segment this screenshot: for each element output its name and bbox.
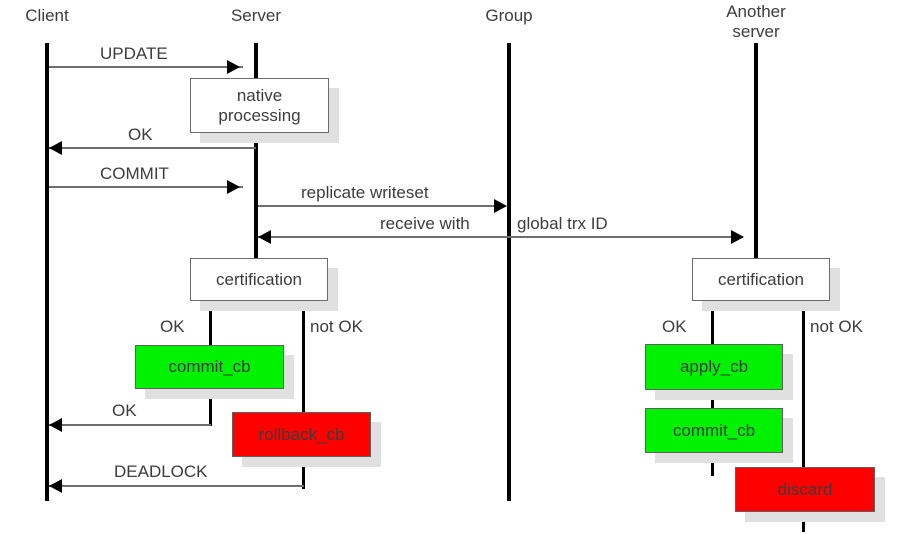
activation-native-processing-line1: native <box>236 85 283 105</box>
activation-native-processing[interactable]: native processing <box>190 78 329 133</box>
activation-discard-another-server-label: discard <box>777 479 833 499</box>
activation-commit-cb-another-server-label: commit_cb <box>672 420 756 440</box>
arrow-commit-line <box>49 186 243 188</box>
branch-label-server-not-ok: not OK <box>310 317 363 336</box>
message-label-deadlock: DEADLOCK <box>114 462 208 481</box>
activation-certification-server-label: certification <box>216 269 302 289</box>
activation-native-processing-line2: processing <box>218 105 301 125</box>
activation-discard-another-server[interactable]: discard <box>735 467 875 512</box>
activation-apply-cb-another-server-label: apply_cb <box>679 357 749 376</box>
message-label-replicate-writeset: replicate writeset <box>301 183 429 202</box>
lifeline-header-client: Client <box>25 6 69 25</box>
arrow-ok-1-head <box>49 141 62 155</box>
branch-label-another-ok: OK <box>662 317 687 336</box>
lifeline-another-server <box>754 43 758 263</box>
message-label-ok-1: OK <box>128 125 153 144</box>
message-label-receive-with: receive with <box>380 214 470 233</box>
arrow-deadlock-head <box>49 479 62 493</box>
lifeline-group <box>507 43 511 501</box>
message-label-update: UPDATE <box>100 44 168 63</box>
arrow-receive-with-line <box>258 236 511 238</box>
branch-label-server-ok: OK <box>160 317 185 336</box>
message-label-commit: COMMIT <box>100 164 169 183</box>
arrow-commit-head <box>227 180 240 194</box>
branch-line-another-ok-top <box>711 300 714 348</box>
arrow-update-line <box>49 66 243 68</box>
branch-line-another-notok-top <box>802 300 805 470</box>
activation-certification-another-server-label: certification <box>718 269 804 289</box>
arrow-global-trx-id-line <box>509 236 743 238</box>
activation-rollback-cb-server[interactable]: rollback_cb <box>232 412 371 457</box>
lifeline-header-another-server-line2: server <box>732 22 780 41</box>
arrow-global-trx-id-head <box>731 230 744 244</box>
lifeline-header-another-server: Another server <box>700 2 812 42</box>
branch-line-server-ok-top <box>209 300 212 348</box>
arrow-replicate-writeset-line <box>258 205 494 207</box>
lifeline-header-group: Group <box>485 6 533 25</box>
lifeline-header-another-server-line1: Another <box>726 2 786 21</box>
activation-commit-cb-server[interactable]: commit_cb <box>135 345 284 389</box>
message-label-ok-2: OK <box>112 401 137 420</box>
branch-line-server-notok-top <box>302 300 305 415</box>
activation-commit-cb-server-label: commit_cb <box>168 357 251 376</box>
lifeline-header-server: Server <box>230 6 282 25</box>
branch-line-server-ok-bottom <box>209 386 212 426</box>
arrow-update-head <box>227 60 240 74</box>
branch-line-server-notok-bottom <box>302 453 305 489</box>
arrow-ok-2-head <box>49 418 62 432</box>
activation-commit-cb-another-server[interactable]: commit_cb <box>645 408 783 453</box>
arrow-deadlock-line <box>49 485 304 487</box>
arrow-replicate-writeset-head <box>494 199 507 213</box>
arrow-ok-2-line <box>49 424 211 426</box>
activation-apply-cb-another-server[interactable]: apply_cb <box>645 344 783 390</box>
branch-line-another-ok-bottom <box>711 451 714 476</box>
branch-label-another-not-ok: not OK <box>810 317 863 336</box>
arrow-ok-1-line <box>49 147 256 149</box>
lifeline-client <box>45 43 49 501</box>
activation-certification-server[interactable]: certification <box>190 258 328 301</box>
arrow-receive-with-head <box>258 230 271 244</box>
activation-certification-another-server[interactable]: certification <box>692 258 830 301</box>
activation-rollback-cb-server-label: rollback_cb <box>258 424 345 444</box>
message-label-global-trx-id: global trx ID <box>517 214 608 233</box>
lifeline-server <box>254 43 258 263</box>
